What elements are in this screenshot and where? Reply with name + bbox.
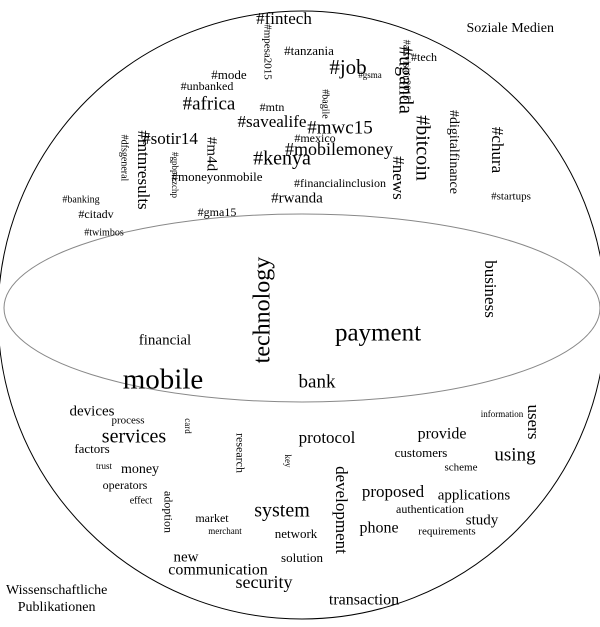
publication-term-network: network <box>275 526 318 541</box>
social-term-mtn: #mtn <box>260 100 285 114</box>
publication-term-security: security <box>236 572 293 592</box>
shared-term-technology: technology <box>250 257 276 364</box>
publication-term-key: key <box>283 455 293 468</box>
social-term-financialinclusion: #financialinclusion <box>294 176 386 190</box>
publication-term-proposed: proposed <box>362 482 425 501</box>
publication-term-users: users <box>524 405 543 440</box>
social-term-chura: #chura <box>488 127 507 174</box>
publication-term-using: using <box>494 444 536 465</box>
social-term-m4d: #m4d <box>204 137 220 172</box>
social-term-aisvision2015: #aisvision2015 <box>401 40 412 101</box>
publication-term-scheme: scheme <box>445 462 478 474</box>
social-term-dfsgeneral: #dfsgeneral <box>119 135 130 182</box>
publications-label-line2: Publikationen <box>17 600 96 615</box>
publication-term-adoption: adoption <box>161 491 175 533</box>
shared-term-mobile: mobile <box>123 364 204 396</box>
publication-term-authentication: authentication <box>396 502 464 516</box>
social-term-tech: #tech <box>411 50 437 64</box>
publication-term-research: research <box>233 433 247 473</box>
shared-terms: technology business payment financial mobile… <box>123 257 500 396</box>
social-term-mwc15: #mwc15 <box>307 117 372 138</box>
social-term-kenya: #kenya <box>253 148 311 170</box>
publication-term-solution: solution <box>281 550 323 565</box>
social-term-rwanda: #rwanda <box>271 190 323 206</box>
shared-term-business: business <box>481 260 500 318</box>
social-term-sotir14: #sotir14 <box>142 129 198 148</box>
social-term-job: #job <box>329 55 366 79</box>
social-term-uganda: #uganda <box>394 46 416 114</box>
social-term-banking: #banking <box>62 194 99 205</box>
social-term-africa: #africa <box>183 93 236 114</box>
publication-term-system: system <box>254 500 310 522</box>
publication-term-requirements: requirements <box>418 526 475 538</box>
publication-term-merchant: merchant <box>208 526 242 536</box>
social-term-news: #news <box>389 156 408 199</box>
publications-label: Wissenschaftliche Publikationen <box>6 582 107 616</box>
publication-term-phone: phone <box>359 520 398 537</box>
social-term-gma15: #gma15 <box>198 205 237 219</box>
sphere-divider-ellipse <box>3 213 600 403</box>
publication-term-provide: provide <box>418 426 467 443</box>
publication-term-effect: effect <box>130 495 153 506</box>
social-term-digitalfinance: #digitalfinance <box>446 110 461 194</box>
publication-term-process: process <box>112 415 145 427</box>
social-term-mpesa2015: #mpesa2015 <box>261 24 273 80</box>
publications-label-line1: Wissenschaftliche <box>6 583 108 598</box>
sphere-outline <box>0 10 600 620</box>
social-term-unbanked: #unbanked <box>181 79 234 93</box>
social-term-moneyonmobile: #moneyonmobile <box>172 169 263 184</box>
social-term-savealife: #savealife <box>238 112 307 131</box>
publication-term-card: card <box>183 418 193 434</box>
publication-term-services: services <box>102 426 167 448</box>
social-term-gpbpizzchp: #gpbpizzchp <box>170 152 180 198</box>
social-term-bitcoin: #bitcoin <box>411 115 433 181</box>
social-term-mode: #mode <box>211 67 247 82</box>
social-term-bagile: #bagile <box>320 89 331 119</box>
social-term-tanzania: #tanzania <box>284 43 334 58</box>
publication-term-study: study <box>466 512 499 528</box>
publication-term-customers: customers <box>395 445 448 460</box>
publication-term-operators: operators <box>103 478 148 492</box>
social-term-citadv: #citadv <box>78 207 113 221</box>
shared-term-payment: payment <box>335 320 421 347</box>
social-media-label: Soziale Medien <box>466 21 554 36</box>
publication-term-applications: applications <box>438 487 511 503</box>
publication-term-transaction: transaction <box>329 592 399 609</box>
social-term-twimbos: #twimbos <box>84 227 124 238</box>
social-term-mobilemoney: #mobilemoney <box>285 139 393 159</box>
social-media-terms: #fintech#mpesa2015 #tanzania #tech #job #mod… <box>62 9 530 238</box>
social-term-mtnresults: #mtnresults <box>134 130 153 209</box>
publication-term-information: information <box>481 409 524 419</box>
shared-term-bank: bank <box>299 371 336 392</box>
shared-term-financial: financial <box>139 332 191 348</box>
social-term-gsma: #gsma <box>358 70 382 80</box>
publication-term-new: new <box>174 549 199 565</box>
social-term-fintech: #fintech <box>256 9 312 28</box>
publication-term-factors: factors <box>74 441 109 456</box>
publication-term-devices: devices <box>70 403 115 419</box>
publication-term-trust: trust <box>96 461 113 471</box>
publication-term-money: money <box>121 462 159 477</box>
publication-term-development: development <box>332 466 351 554</box>
publication-term-communication: communication <box>168 562 268 579</box>
publication-term-protocol: protocol <box>299 428 356 447</box>
social-term-startups: #startups <box>491 191 531 203</box>
publication-term-market: market <box>195 511 229 525</box>
social-term-mexico: #mexico <box>294 131 335 145</box>
